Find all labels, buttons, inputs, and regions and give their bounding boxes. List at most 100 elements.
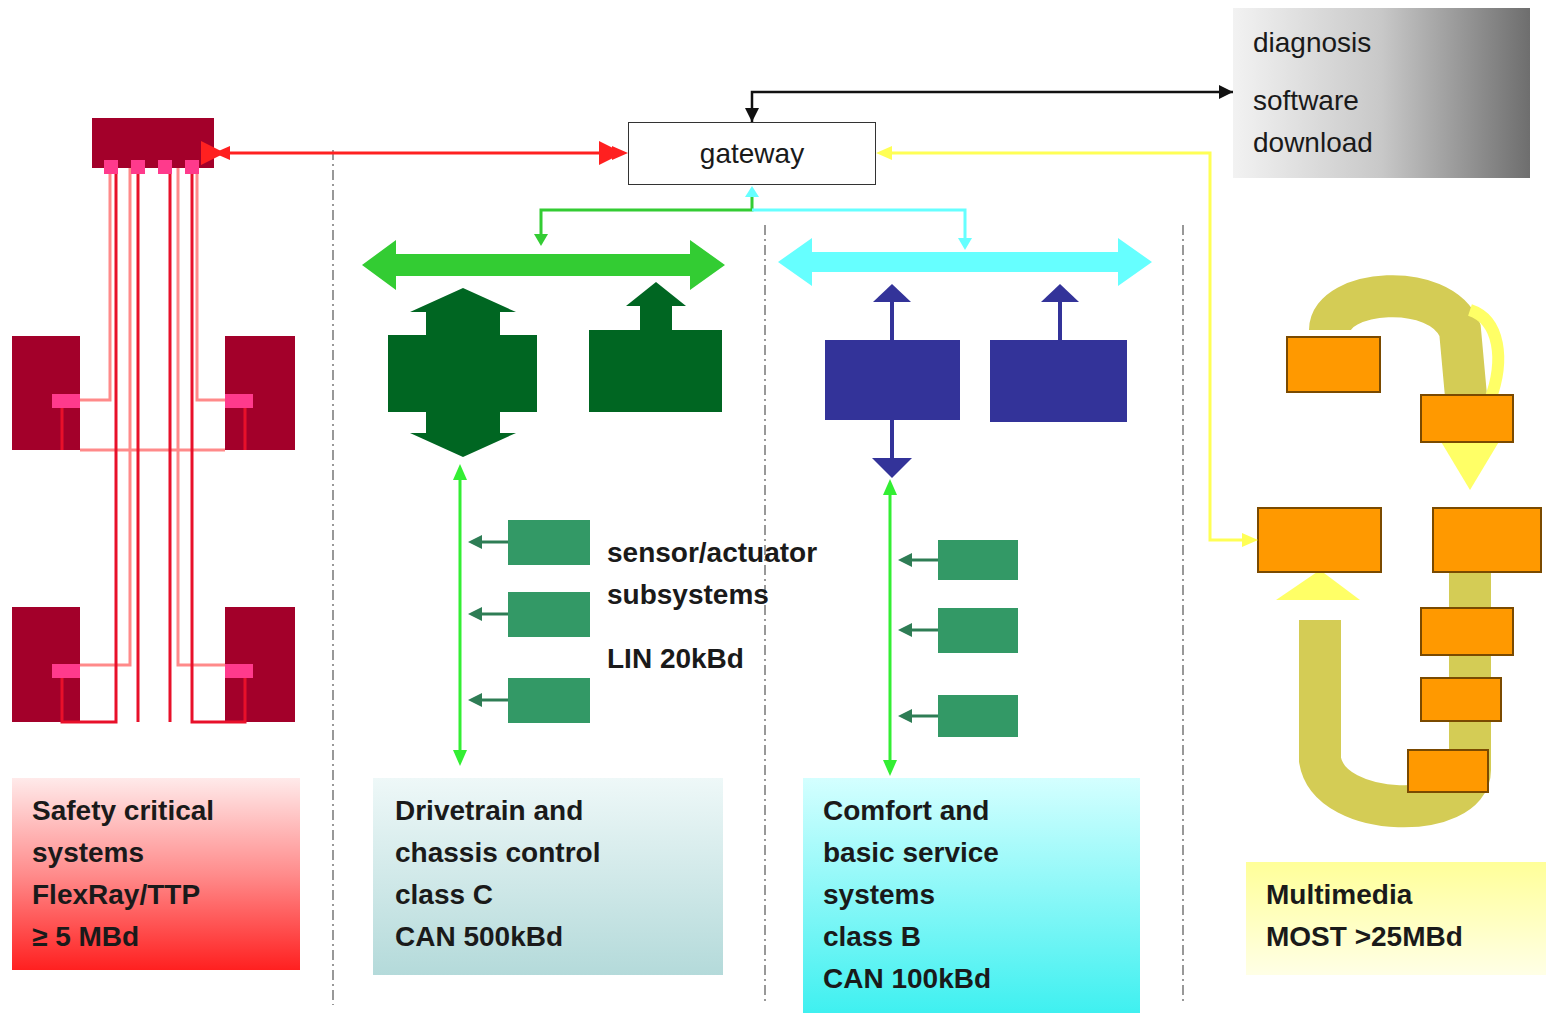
- comfort-box: Comfort and basic service systemsclass B…: [803, 778, 1140, 1013]
- art-shape: [468, 607, 482, 621]
- art-shape: [197, 168, 225, 400]
- art-shape: [883, 479, 897, 776]
- node-text: software download: [1253, 80, 1453, 164]
- art-shape: [872, 458, 912, 478]
- art-shape: [225, 664, 253, 678]
- bus-speed-label: LIN 20kBd: [607, 638, 744, 680]
- art-shape: [908, 559, 938, 562]
- art-shape: [508, 520, 590, 565]
- node-text: CAN 100kBd: [823, 958, 1113, 1000]
- art-shape: [1440, 440, 1500, 490]
- node-text: MOST >25MBd: [1266, 916, 1526, 958]
- art-shape: [508, 520, 1018, 737]
- node-title: Safety critical systems: [32, 790, 232, 874]
- art-shape: [185, 160, 199, 174]
- safety-car-figure: [12, 118, 628, 722]
- art-shape: [478, 541, 508, 544]
- art-shape: [752, 210, 965, 240]
- can-feeders: [534, 186, 972, 250]
- node-text: CAN 500kBd: [395, 916, 695, 958]
- subsystem-label: sensor/actuator subsystems: [607, 532, 887, 616]
- art-shape: [892, 153, 1244, 540]
- art-shape: [1041, 284, 1079, 302]
- art-shape: [214, 146, 628, 160]
- art-shape: [478, 542, 938, 716]
- art-shape: [80, 168, 225, 665]
- art-shape: [104, 160, 118, 174]
- art-shape: [908, 629, 938, 632]
- node-title: Multimedia: [1266, 874, 1526, 916]
- art-shape: [12, 336, 80, 450]
- art-shape: [12, 118, 295, 722]
- art-shape: [332, 150, 334, 1005]
- drivetrain-box: Drivetrain and chassis controlclass CCAN…: [373, 778, 723, 975]
- flexray-link: [222, 152, 620, 155]
- art-shape: [892, 300, 1060, 460]
- art-shape: [890, 300, 894, 340]
- art-shape: [1421, 678, 1501, 721]
- art-shape: [873, 284, 911, 302]
- art-shape: [62, 168, 116, 722]
- art-shape: [889, 493, 892, 762]
- art-shape: [825, 340, 960, 420]
- art-shape: [1408, 750, 1488, 792]
- node-text: class B: [823, 916, 1113, 958]
- art-shape: [388, 288, 537, 457]
- art-shape: [1258, 337, 1541, 792]
- gateway-box: gateway: [628, 122, 876, 185]
- art-shape: [131, 160, 145, 174]
- node-title: diagnosis: [1253, 22, 1510, 64]
- art-shape: [158, 160, 172, 174]
- lin-buses: [453, 464, 1018, 776]
- art-shape: [1421, 608, 1513, 655]
- art-shape: [508, 678, 590, 723]
- art-shape: [1421, 395, 1513, 442]
- art-shape: [898, 709, 912, 723]
- node-text: class C: [395, 874, 695, 916]
- art-shape: [1276, 570, 1360, 600]
- art-shape: [764, 225, 766, 1005]
- service-box: diagnosis software download: [1233, 8, 1530, 178]
- art-shape: [898, 623, 912, 637]
- art-shape: [225, 394, 253, 408]
- art-shape: [178, 168, 225, 665]
- art-shape: [541, 192, 752, 236]
- art-shape: [938, 695, 1018, 737]
- multimedia-box: MultimediaMOST >25MBd: [1246, 862, 1546, 975]
- art-shape: [958, 238, 972, 250]
- art-shape: [778, 238, 1152, 286]
- art-shape: [80, 449, 225, 452]
- art-shape: [52, 664, 80, 678]
- art-shape: [872, 284, 1079, 478]
- art-shape: [468, 693, 482, 707]
- art-shape: [1433, 508, 1541, 572]
- art-shape: [589, 282, 722, 412]
- art-shape: [745, 186, 759, 197]
- art-shape: [1287, 337, 1380, 392]
- art-shape: [244, 408, 247, 450]
- node-title: Drivetrain and chassis control: [395, 790, 665, 874]
- art-shape: [225, 607, 295, 722]
- node-title: Comfort and basic service systems: [823, 790, 1048, 916]
- art-shape: [61, 408, 64, 450]
- node-title: gateway: [700, 137, 804, 171]
- art-shape: [898, 553, 912, 567]
- art-shape: [508, 592, 590, 637]
- art-shape: [938, 608, 1018, 653]
- link-connector: [745, 85, 1233, 122]
- art-shape: [453, 464, 467, 766]
- art-shape: [534, 234, 548, 246]
- art-shape: [890, 420, 894, 460]
- most-ring: [876, 146, 1541, 806]
- art-shape: [362, 240, 725, 290]
- art-shape: [12, 607, 80, 722]
- art-shape: [1182, 225, 1184, 1005]
- art-shape: [192, 168, 245, 722]
- art-shape: [52, 160, 253, 678]
- art-shape: [80, 168, 130, 665]
- art-shape: [62, 168, 245, 722]
- art-shape: [876, 146, 1258, 547]
- art-shape: [468, 535, 482, 549]
- node-text: FlexRay/TTP: [32, 874, 280, 916]
